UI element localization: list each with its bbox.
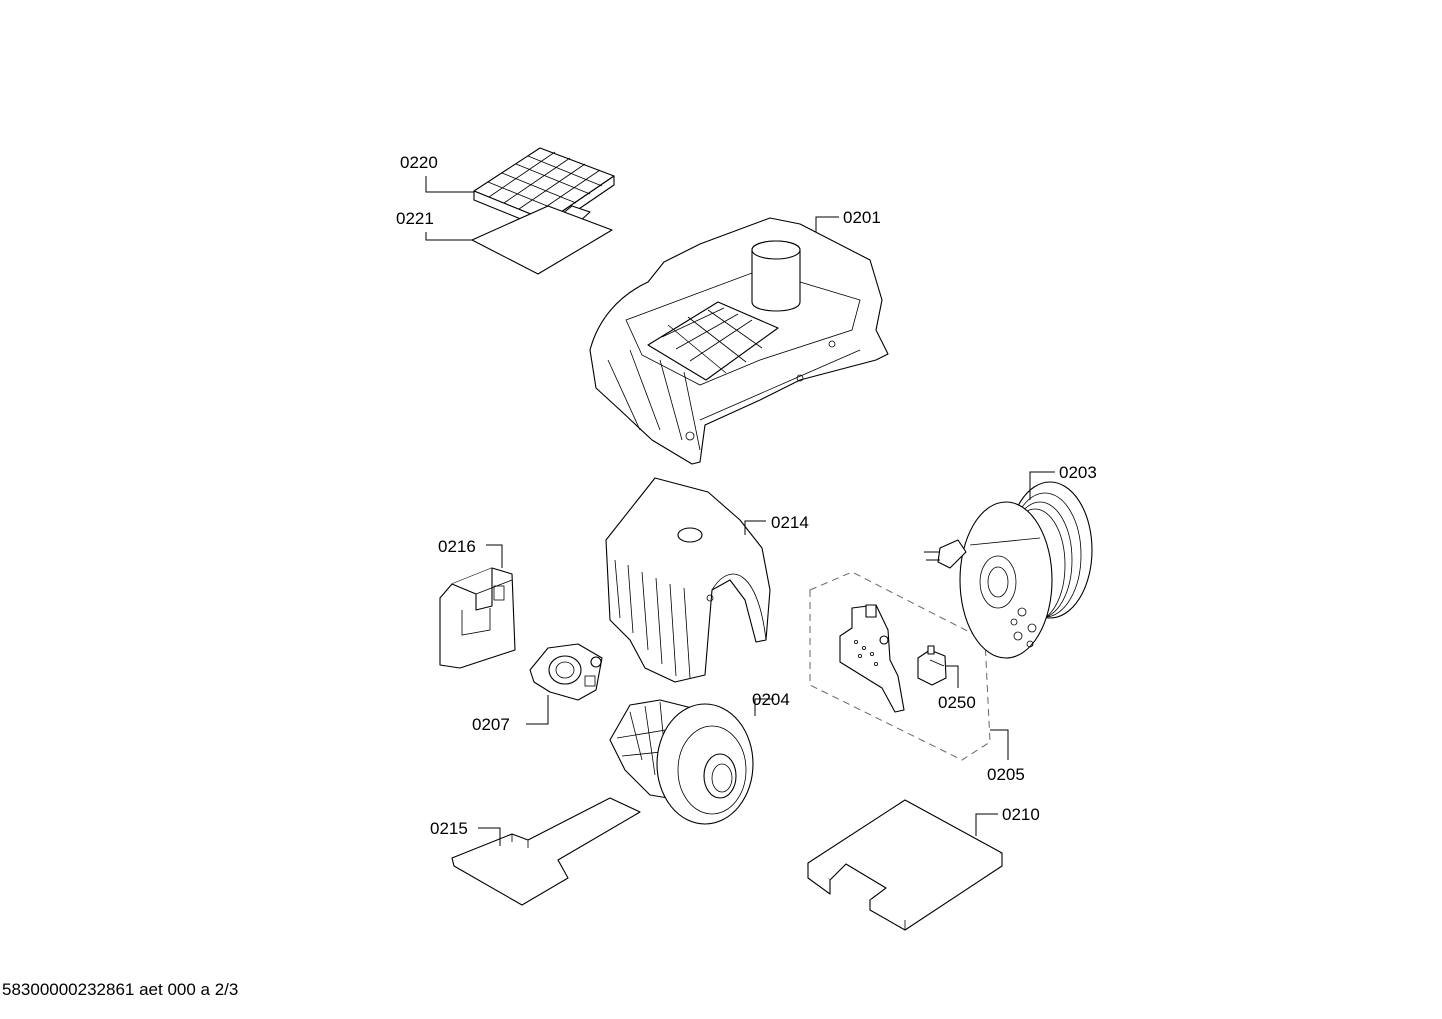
part-0205-electronics-group [809, 571, 991, 761]
part-0204-motor [609, 699, 754, 825]
part-0201-housing [589, 217, 889, 465]
part-0220-filter-frame [473, 147, 615, 231]
part-0250-switch [917, 645, 947, 686]
leader-lines [425, 176, 1055, 846]
label-0204: 0204 [752, 690, 790, 709]
label-0207: 0207 [472, 715, 510, 734]
label-0201: 0201 [843, 208, 881, 227]
document-id-footer: 58300000232861 aet 000 a 2/3 [2, 980, 239, 999]
part-0210-foam-block [807, 799, 1003, 931]
label-0210: 0210 [1002, 805, 1040, 824]
label-0250: 0250 [938, 693, 976, 712]
label-0215: 0215 [430, 819, 468, 838]
part-0216-bracket [439, 567, 516, 669]
part-0207-motor-mount [529, 643, 603, 701]
label-0216: 0216 [438, 537, 476, 556]
part-labels: 0220 0221 0201 0203 0214 0216 0207 0204 … [396, 153, 1097, 838]
label-0220: 0220 [400, 153, 438, 172]
label-0205: 0205 [987, 765, 1025, 784]
label-0214: 0214 [771, 513, 809, 532]
label-0221: 0221 [396, 209, 434, 228]
part-0215-foam-strip [451, 797, 641, 906]
part-0203-cord-reel [924, 481, 1093, 659]
part-0221-filter-mat [471, 205, 613, 275]
label-0203: 0203 [1059, 463, 1097, 482]
part-0214-motor-cover [605, 477, 771, 683]
